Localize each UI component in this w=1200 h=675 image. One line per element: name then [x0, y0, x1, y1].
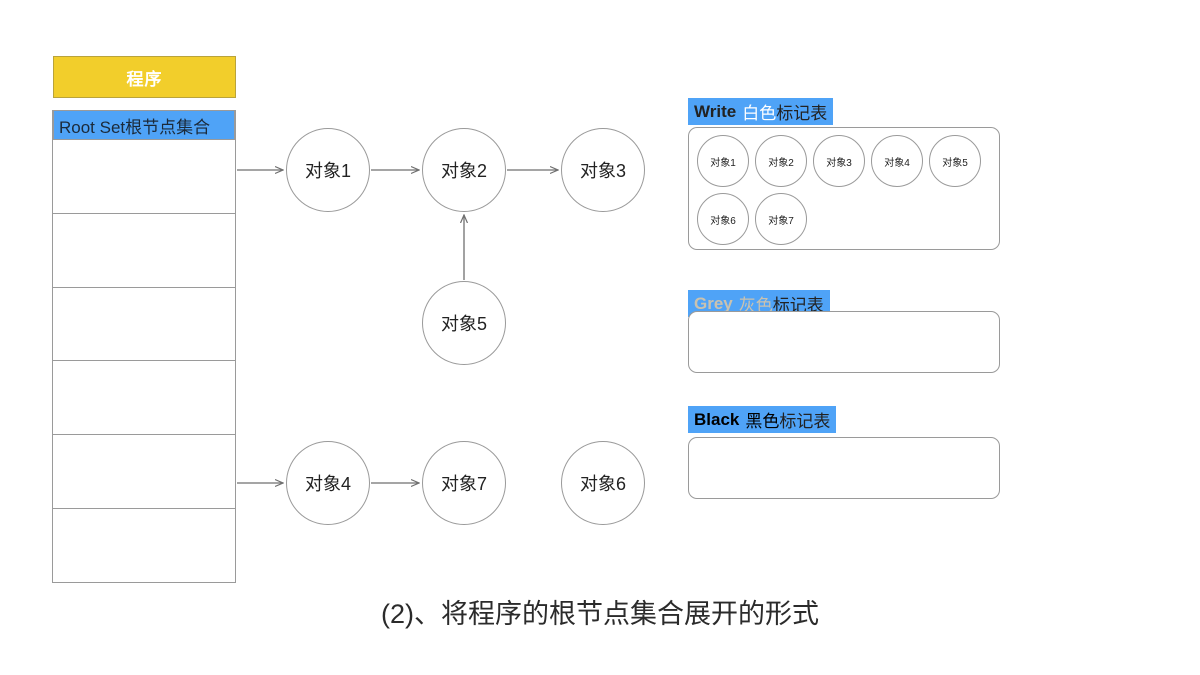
- object-node-7: 对象7: [422, 441, 506, 525]
- black-mark-table-label: Black 黑色 标记表: [688, 406, 837, 433]
- mark-item-label: 对象3: [826, 157, 852, 169]
- mark-item-chip: 对象2: [755, 135, 807, 187]
- black-mark-label-en: Black: [694, 409, 740, 429]
- grey-mark-label-rest: 标记表: [772, 296, 824, 315]
- mark-item-label: 对象2: [768, 157, 794, 169]
- mark-item-label: 对象7: [768, 215, 794, 227]
- object-node-label: 对象3: [579, 161, 626, 181]
- object-node-label: 对象4: [304, 474, 351, 494]
- mark-item-chip: 对象1: [697, 135, 749, 187]
- object-node-6: 对象6: [561, 441, 645, 525]
- white-mark-table-label: Write 白色 标记表: [688, 98, 834, 125]
- root-set-row: [53, 361, 235, 436]
- mark-item-label: 对象4: [884, 157, 910, 169]
- black-mark-table-box: [688, 437, 1000, 499]
- mark-item-label: 对象5: [942, 157, 968, 169]
- white-mark-label-rest: 标记表: [776, 104, 828, 123]
- grey-mark-label-en: Grey: [694, 293, 733, 313]
- object-node-3: 对象3: [561, 128, 645, 212]
- object-node-label: 对象1: [304, 161, 351, 181]
- white-mark-label-en: Write: [694, 101, 737, 121]
- mark-item-chip: 对象3: [813, 135, 865, 187]
- mark-item-label: 对象6: [710, 215, 736, 227]
- object-node-label: 对象7: [440, 474, 487, 494]
- object-node-label: 对象2: [440, 161, 487, 181]
- root-set-row: [53, 213, 235, 288]
- object-node-5: 对象5: [422, 281, 506, 365]
- program-header: 程序: [53, 56, 236, 98]
- object-node-label: 对象6: [579, 474, 626, 494]
- grey-mark-table-box: [688, 311, 1000, 373]
- white-mark-table-items: 对象1 对象2 对象3 对象4 对象5 对象6 对象7: [697, 135, 993, 245]
- black-mark-label-rest: 标记表: [779, 412, 831, 431]
- object-node-label: 对象5: [440, 314, 487, 334]
- root-set-row: [53, 140, 235, 214]
- root-set-row: [53, 509, 235, 582]
- root-set-row: [53, 287, 235, 362]
- root-set-table: Root Set根节点集合: [52, 110, 236, 583]
- mark-item-label: 对象1: [710, 157, 736, 169]
- white-mark-label-color-word: 白色: [742, 104, 777, 123]
- mark-item-chip: 对象4: [871, 135, 923, 187]
- root-set-row: [53, 435, 235, 510]
- object-node-2: 对象2: [422, 128, 506, 212]
- mark-item-chip: 对象5: [929, 135, 981, 187]
- root-set-label: Root Set根节点集合: [53, 110, 235, 140]
- object-node-4: 对象4: [286, 441, 370, 525]
- black-mark-label-color-word: 黑色: [745, 412, 780, 431]
- mark-item-chip: 对象6: [697, 193, 749, 245]
- figure-caption: (2)、将程序的根节点集合展开的形式: [381, 599, 819, 629]
- mark-item-chip: 对象7: [755, 193, 807, 245]
- object-node-1: 对象1: [286, 128, 370, 212]
- grey-mark-label-color-word: 灰色: [738, 296, 773, 315]
